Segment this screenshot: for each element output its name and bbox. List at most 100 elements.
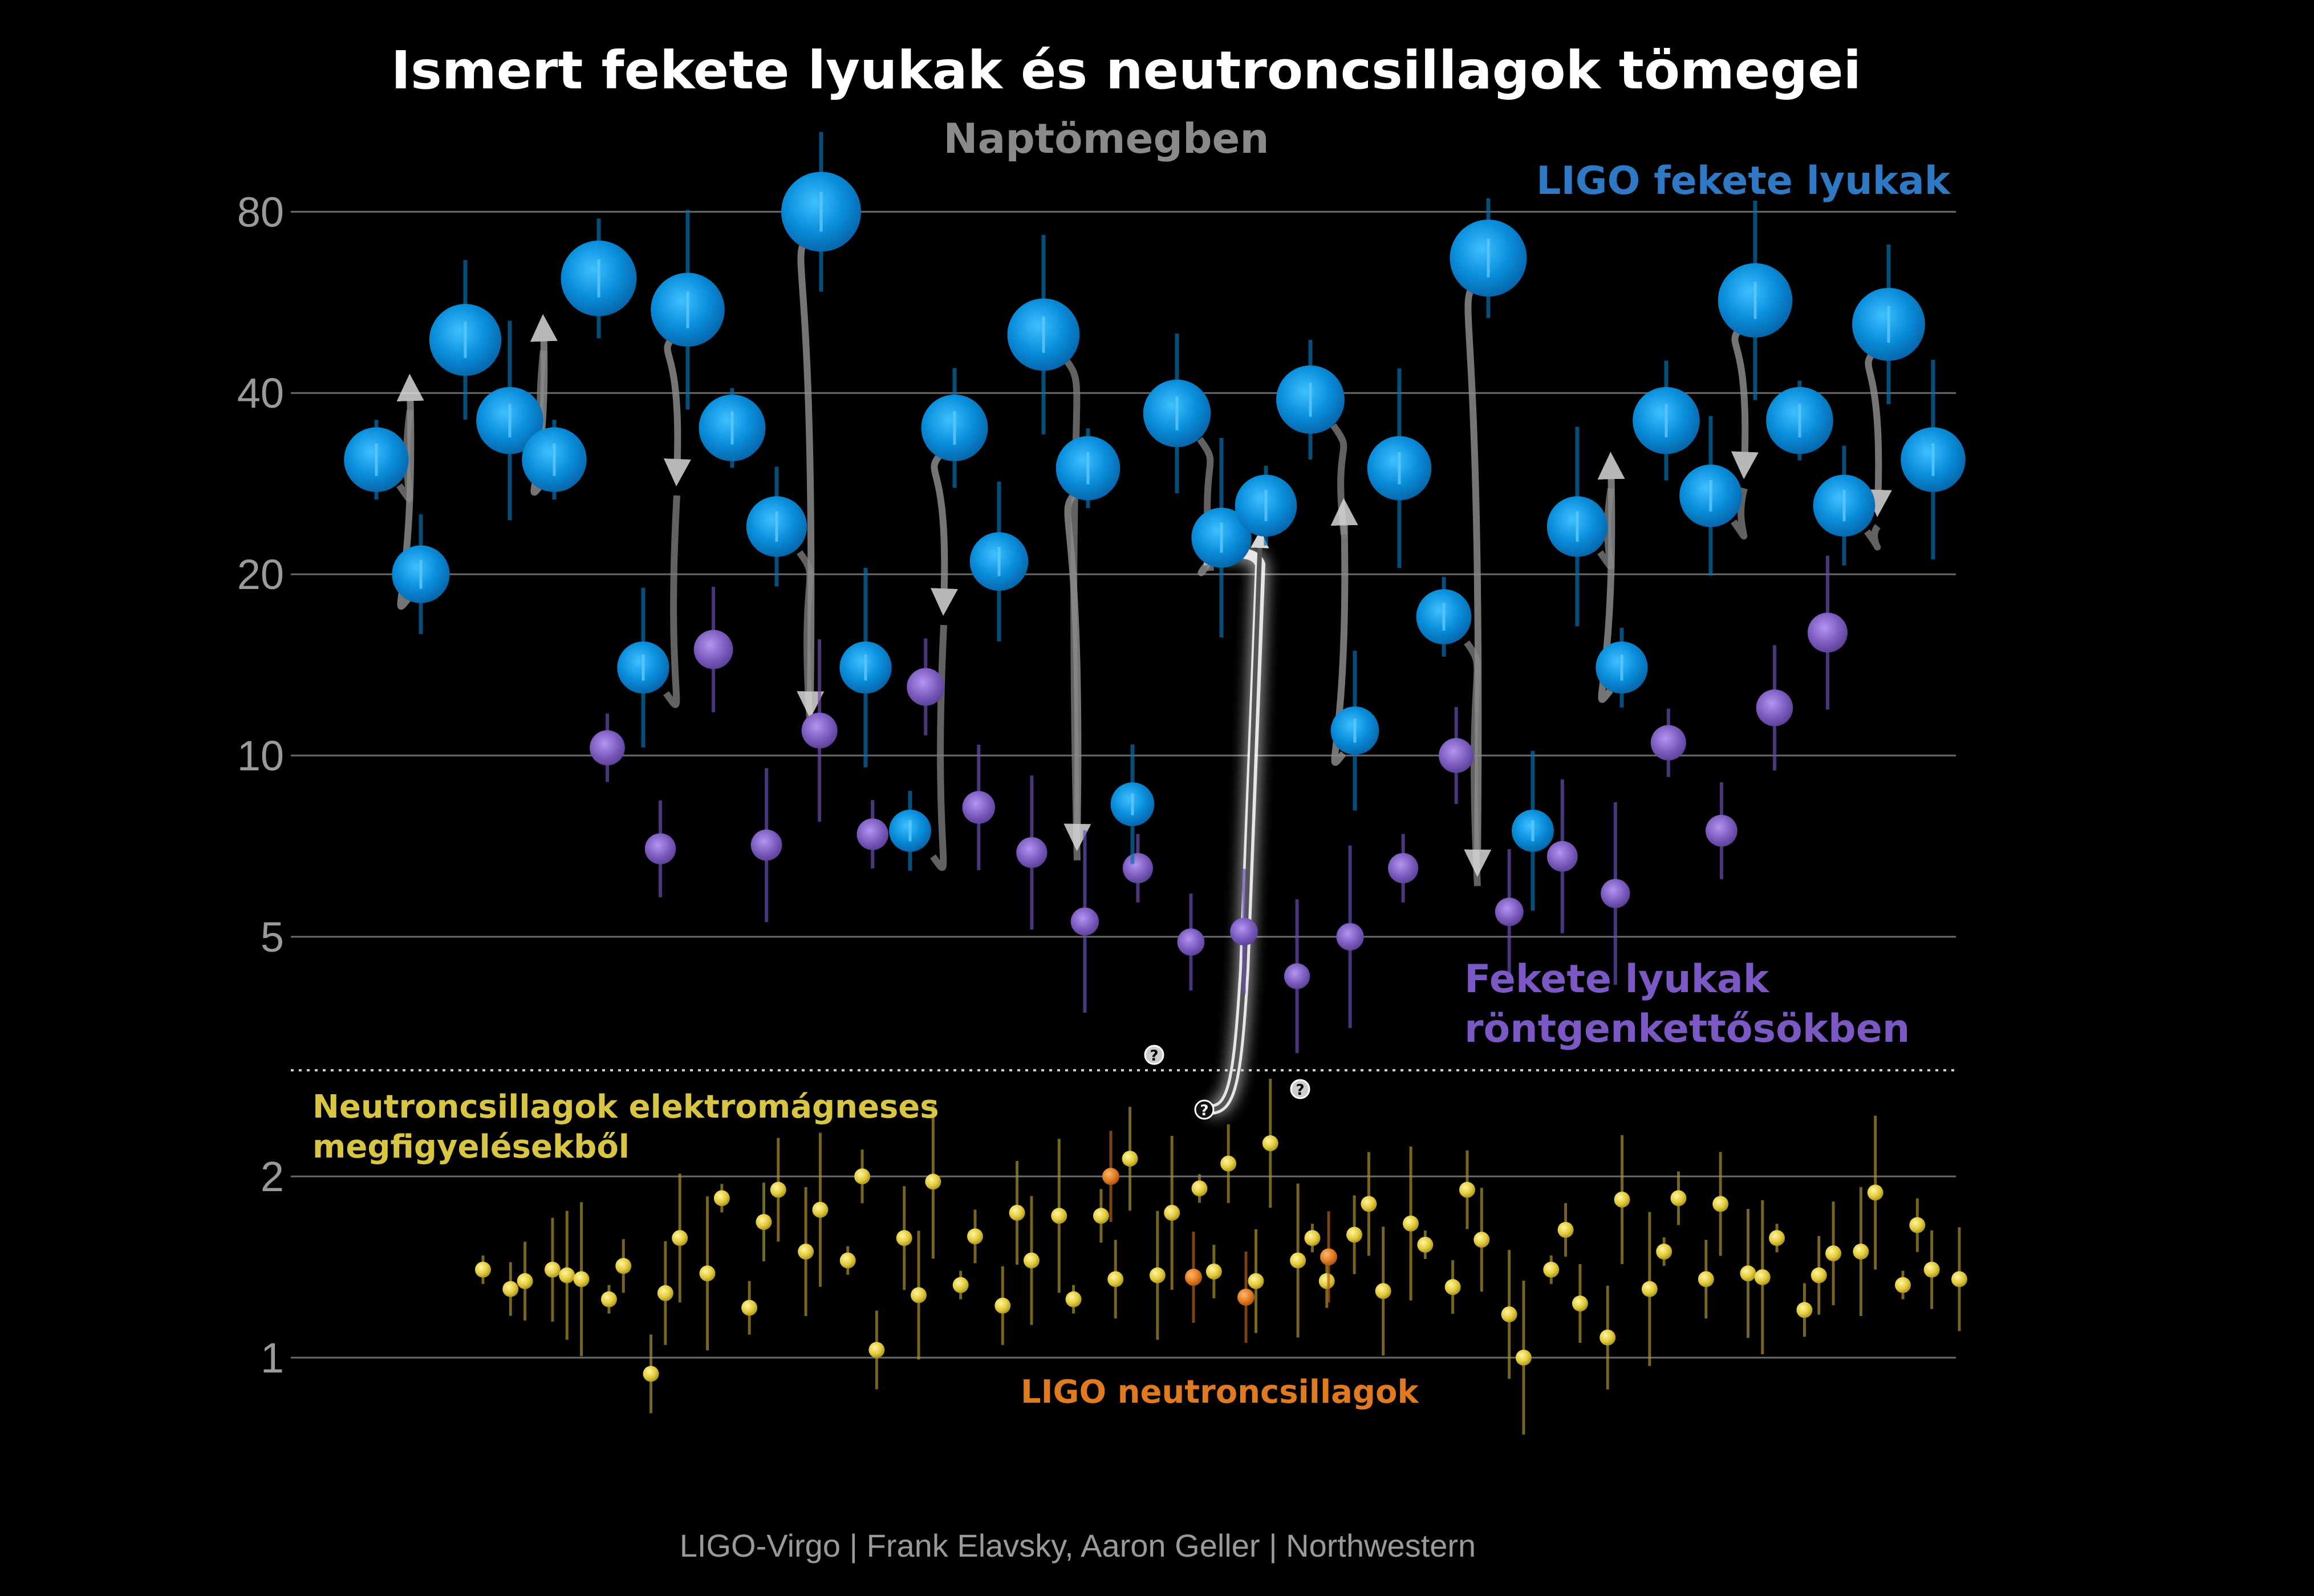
- xray-bh-point: [1650, 725, 1686, 761]
- em-ns-point: [925, 1173, 941, 1190]
- xray-bh-point: [1546, 840, 1578, 872]
- em-ns-point: [1444, 1279, 1461, 1296]
- em-ns-point: [1909, 1217, 1926, 1233]
- em-ns-point: [967, 1228, 983, 1245]
- em-ns-point: [1107, 1271, 1124, 1288]
- em-ns-point: [559, 1267, 575, 1284]
- merger-arrow-b: [663, 330, 691, 486]
- em-ns-point: [1361, 1196, 1377, 1212]
- xray-bh-point: [1177, 928, 1205, 956]
- xray-bh-point: [962, 791, 996, 824]
- data-marks: [344, 132, 1967, 1435]
- question-markers: ???: [1144, 1045, 1310, 1120]
- merger-arrow-b: [1063, 489, 1091, 851]
- ligo-ns-point: [1320, 1248, 1337, 1266]
- em-ns-point: [1810, 1267, 1827, 1284]
- em-ns-point: [699, 1265, 716, 1282]
- em-ns-point: [952, 1277, 969, 1293]
- em-ns-point: [770, 1181, 786, 1198]
- xray-bh-point: [644, 833, 676, 864]
- em-ns-point: [1501, 1306, 1517, 1323]
- em-ns-point: [1825, 1245, 1842, 1262]
- ligo-ns-point: [1185, 1268, 1202, 1286]
- xray-bh-point: [693, 630, 733, 669]
- question-marker-3: [1290, 1079, 1310, 1099]
- merger-arrows: [396, 232, 1892, 887]
- xray-bh-point: [750, 829, 782, 861]
- em-ns-point: [1769, 1230, 1785, 1246]
- em-ns-point: [615, 1258, 632, 1274]
- em-ns-point: [1515, 1350, 1532, 1366]
- em-ns-point: [1403, 1215, 1419, 1232]
- em-ns-point: [1149, 1267, 1166, 1284]
- em-ns-point: [1205, 1263, 1222, 1280]
- y-tick-label-2: 2: [261, 1153, 284, 1200]
- label-xray-black-holes-1: Fekete lyukak: [1464, 957, 1770, 1002]
- em-ns-point: [517, 1273, 533, 1289]
- em-ns-point: [672, 1230, 688, 1246]
- em-ns-point: [1867, 1184, 1883, 1201]
- em-ns-point: [994, 1297, 1011, 1314]
- chart-subtitle: Naptömegben: [943, 115, 1269, 163]
- em-ns-point: [1262, 1135, 1278, 1152]
- em-ns-point: [1698, 1271, 1714, 1288]
- xray-bh-point: [1336, 923, 1364, 951]
- em-ns-point: [1572, 1296, 1588, 1312]
- em-ns-point: [1375, 1283, 1391, 1299]
- xray-bh-point: [1756, 689, 1793, 726]
- credit-line: LIGO-Virgo | Frank Elavsky, Aaron Geller…: [680, 1528, 1476, 1563]
- merger-arrow-a: [1864, 524, 1881, 551]
- xray-bh-point: [1016, 837, 1048, 868]
- xray-bh-point: [907, 668, 945, 706]
- em-ns-point: [1220, 1155, 1237, 1172]
- ligo-ns-point: [1102, 1168, 1119, 1185]
- question-marker-1: [1144, 1045, 1164, 1065]
- label-em-neutron-stars-2: megfigyelésekből: [312, 1128, 630, 1165]
- em-ns-point: [1023, 1252, 1040, 1269]
- em-ns-point: [1122, 1151, 1138, 1167]
- em-ns-point: [812, 1201, 829, 1218]
- em-ns-point: [1473, 1232, 1490, 1248]
- xray-bh-point: [1284, 963, 1310, 989]
- label-ligo-neutron-stars: LIGO neutroncsillagok: [1021, 1374, 1419, 1411]
- em-ns-point: [1641, 1281, 1658, 1297]
- glow-merger-track: [1209, 530, 1269, 1115]
- xray-bh-point: [801, 712, 838, 749]
- em-ns-point: [741, 1299, 758, 1316]
- merger-arrow-b: [930, 448, 958, 616]
- em-ns-point: [1543, 1261, 1560, 1278]
- question-marker-label: ?: [1200, 1102, 1208, 1119]
- xray-bh-point: [856, 818, 888, 850]
- y-tick-label-80: 80: [237, 188, 284, 235]
- chart-title: Ismert fekete lyukak és neutroncsillagok…: [391, 40, 1861, 101]
- gridlines: [291, 210, 1956, 1359]
- em-ns-point: [1248, 1273, 1264, 1289]
- xray-bh-point: [1808, 612, 1848, 653]
- xray-bh-point: [1495, 898, 1524, 927]
- em-ns-point: [600, 1291, 617, 1307]
- merger-arrow-b: [1864, 345, 1892, 517]
- em-ns-point: [475, 1261, 491, 1278]
- xray-bh-point: [1388, 853, 1419, 884]
- merger-arrow-b: [1464, 278, 1492, 877]
- em-ns-point: [854, 1168, 871, 1185]
- em-ns-point: [1051, 1208, 1067, 1224]
- em-ns-point: [1557, 1221, 1574, 1238]
- em-ns-point: [713, 1190, 730, 1207]
- em-ns-point: [1599, 1329, 1616, 1346]
- label-em-neutron-stars-1: Neutroncsillagok elektromágneses: [312, 1089, 939, 1126]
- y-tick-label-1: 1: [261, 1334, 284, 1382]
- em-ns-point: [1656, 1244, 1672, 1260]
- em-ns-point: [1065, 1291, 1082, 1307]
- glow-track: [1209, 547, 1266, 1115]
- label-ligo-black-holes: LIGO fekete lyukak: [1536, 159, 1951, 204]
- em-ns-point: [1093, 1208, 1109, 1224]
- em-ns-point: [1670, 1190, 1687, 1207]
- em-ns-point: [544, 1261, 561, 1278]
- em-ns-point: [798, 1244, 814, 1260]
- ligo-ns-point: [1237, 1289, 1255, 1306]
- em-ns-point: [1712, 1196, 1729, 1212]
- y-tick-label-20: 20: [237, 551, 284, 598]
- em-ns-point: [1853, 1244, 1869, 1260]
